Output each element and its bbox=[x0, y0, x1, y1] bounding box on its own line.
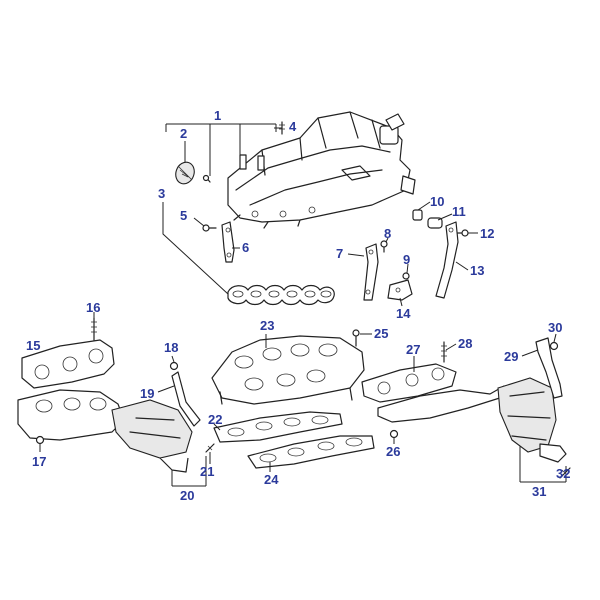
intake-gasket-part-24 bbox=[247, 435, 375, 469]
bushing-part-11 bbox=[427, 217, 443, 229]
callout-32: 32 bbox=[556, 466, 570, 481]
callout-8: 8 bbox=[384, 226, 391, 241]
exhaust-manifold-right-part-31 bbox=[377, 377, 567, 463]
callout-31: 31 bbox=[532, 484, 546, 499]
heat-insulator-part-19 bbox=[171, 371, 201, 427]
callout-25: 25 bbox=[374, 326, 388, 341]
callout-20: 20 bbox=[180, 488, 194, 503]
nut-part-18 bbox=[169, 361, 179, 371]
intake-gasket-part-22 bbox=[213, 411, 343, 443]
lower-intake-manifold-part-23 bbox=[211, 335, 365, 405]
callout-23: 23 bbox=[260, 318, 274, 333]
stud-part-32 bbox=[559, 467, 571, 479]
bolt-part-12 bbox=[457, 229, 469, 237]
callout-4: 4 bbox=[289, 119, 297, 134]
bolt-part-8 bbox=[380, 240, 388, 253]
callout-19: 19 bbox=[140, 386, 154, 401]
small-bolt-part-1-detail bbox=[202, 174, 211, 183]
bolt-part-25 bbox=[352, 329, 360, 347]
stud-part-28 bbox=[441, 341, 447, 363]
stay-part-13 bbox=[435, 221, 459, 299]
callout-6: 6 bbox=[242, 240, 249, 255]
exhaust-gasket-part-27 bbox=[361, 363, 457, 403]
nut-part-9 bbox=[402, 272, 410, 280]
exhaust-gasket-part-15 bbox=[21, 339, 115, 389]
callout-18: 18 bbox=[164, 340, 178, 355]
callout-27: 27 bbox=[406, 342, 420, 357]
callout-28: 28 bbox=[458, 336, 472, 351]
callout-1: 1 bbox=[214, 108, 221, 123]
nut-part-26 bbox=[389, 429, 399, 439]
callout-10: 10 bbox=[430, 194, 444, 209]
grommet-part-2 bbox=[175, 161, 195, 185]
clip-part-10 bbox=[412, 209, 423, 221]
stud-part-21 bbox=[205, 443, 215, 453]
callout-12: 12 bbox=[480, 226, 494, 241]
callout-3: 3 bbox=[158, 186, 165, 201]
bracket-part-7 bbox=[363, 243, 379, 301]
callout-2: 2 bbox=[180, 126, 187, 141]
nut-part-30 bbox=[549, 341, 559, 351]
callout-24: 24 bbox=[264, 472, 279, 487]
bolt-part-5 bbox=[202, 224, 217, 232]
stud-part-16 bbox=[91, 317, 97, 341]
callout-11: 11 bbox=[452, 204, 466, 219]
exhaust-manifold-left-part-20 bbox=[17, 389, 193, 473]
callout-29: 29 bbox=[504, 349, 518, 364]
studs-part-1 bbox=[239, 154, 265, 171]
callout-16: 16 bbox=[86, 300, 100, 315]
upper-intake-manifold bbox=[227, 111, 416, 229]
bracket-part-29 bbox=[535, 337, 563, 399]
callout-13: 13 bbox=[470, 263, 484, 278]
callout-14: 14 bbox=[396, 306, 411, 321]
callout-30: 30 bbox=[548, 320, 562, 335]
callout-15: 15 bbox=[26, 338, 40, 353]
callout-labels: 1 2 3 4 5 6 7 8 9 10 11 12 13 14 15 16 1… bbox=[26, 108, 570, 503]
nut-part-17 bbox=[35, 435, 45, 445]
callout-22: 22 bbox=[208, 412, 222, 427]
bracket-part-6 bbox=[221, 221, 235, 263]
leader-lines bbox=[39, 123, 567, 487]
callout-5: 5 bbox=[180, 208, 187, 223]
callout-26: 26 bbox=[386, 444, 400, 459]
intake-gasket-part-3 bbox=[227, 284, 335, 306]
callout-17: 17 bbox=[32, 454, 46, 469]
callout-9: 9 bbox=[403, 252, 410, 267]
callout-7: 7 bbox=[336, 246, 343, 261]
callout-21: 21 bbox=[200, 464, 214, 479]
bracket-part-14 bbox=[387, 279, 413, 301]
